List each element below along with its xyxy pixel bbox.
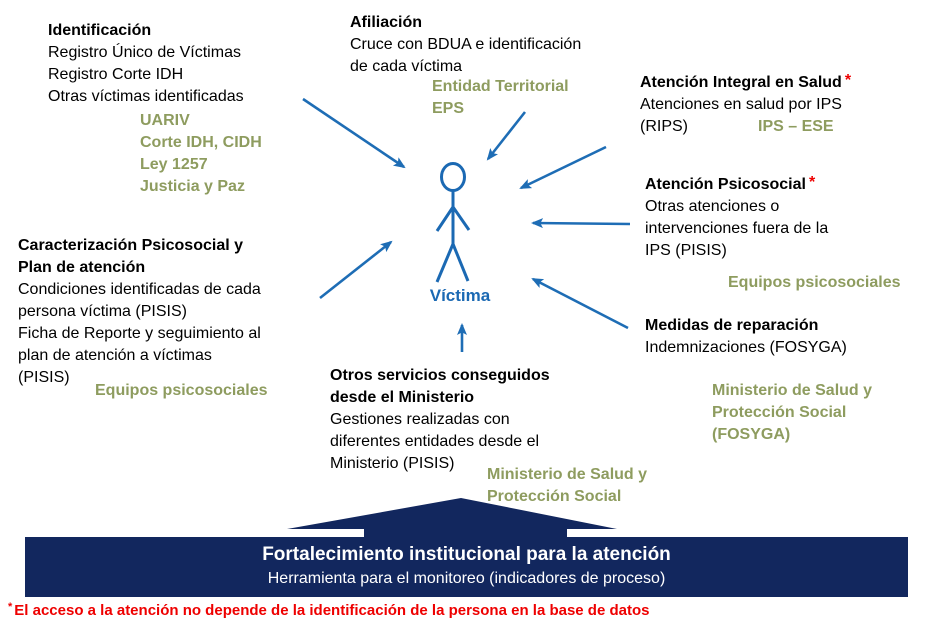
banner-subtitle: Herramienta para el monitoreo (indicador…: [267, 570, 666, 587]
green-sources-otros-servicios: Ministerio de Salud y Protección Social: [487, 464, 647, 508]
arrow-identificacion: [302, 97, 406, 169]
red-asterisk: *: [808, 174, 816, 191]
text-line: Ficha de Reporte y seguimiento al: [18, 325, 261, 342]
text-line: plan de atención a víctimas: [18, 347, 212, 364]
arrow-medidas: [531, 277, 629, 330]
text-line: Condiciones identificadas de cada: [18, 281, 261, 298]
block-title: Atención Psicosocial: [645, 176, 806, 193]
green-line: EPS: [432, 100, 465, 117]
text-line: Otras atenciones o: [645, 198, 780, 215]
text-line: persona víctima (PISIS): [18, 303, 187, 320]
green-line: Corte IDH, CIDH: [140, 134, 262, 151]
green-sources-atencion-psicosocial: Equipos psicosociales: [728, 272, 901, 294]
green-line: Ministerio de Salud y: [487, 466, 648, 483]
block-identificacion: Identificación Registro Único de Víctima…: [48, 20, 244, 108]
text-line: Ministerio (PISIS): [330, 455, 455, 472]
block-atencion-integral: Atención Integral en Salud* Atenciones e…: [640, 70, 851, 138]
footnote-asterisk: *: [8, 601, 13, 613]
text-line: Cruce con BDUA e identificación: [350, 36, 582, 53]
block-title: Plan de atención: [18, 259, 146, 276]
green-sources-afiliacion: Entidad Territorial EPS: [432, 76, 569, 120]
arrow-afiliacion: [486, 111, 527, 161]
green-line: (FOSYGA): [712, 426, 791, 443]
text-line: IPS (PISIS): [645, 242, 727, 259]
green-line: Ministerio de Salud y: [712, 382, 873, 399]
block-title: Atención Integral en Salud: [640, 74, 842, 91]
block-otros-servicios: Otros servicios conseguidos desde el Min…: [330, 365, 550, 475]
block-title: Otros servicios conseguidos: [330, 367, 550, 384]
arrow-caracterizacion: [319, 240, 393, 300]
text-line: Registro Corte IDH: [48, 66, 184, 83]
footnote: *El acceso a la atención no depende de l…: [8, 598, 938, 620]
text-line: Registro Único de Víctimas: [48, 44, 241, 61]
victim-label: Víctima: [429, 286, 491, 305]
block-title: Medidas de reparación: [645, 317, 819, 334]
block-caracterizacion: Caracterización Psicosocial y Plan de at…: [18, 235, 261, 389]
text-line: diferentes entidades desde el: [330, 433, 540, 450]
block-title: Identificación: [48, 22, 152, 39]
arrow-atencion-integral: [519, 145, 607, 190]
text-line: (RIPS): [640, 118, 688, 135]
text-line: (PISIS): [18, 369, 70, 386]
text-line: Atenciones en salud por IPS: [640, 96, 842, 113]
green-sources-caracterizacion: Equipos psicosociales: [95, 380, 268, 402]
block-afiliacion: Afiliación Cruce con BDUA e identificaci…: [350, 12, 581, 78]
text-line: de cada víctima: [350, 58, 463, 75]
red-asterisk: *: [844, 72, 852, 89]
green-line: Protección Social: [712, 404, 847, 421]
block-atencion-psicosocial: Atención Psicosocial* Otras atenciones o…: [645, 172, 828, 262]
green-line: Equipos psicosociales: [728, 274, 901, 291]
victim-stick-figure-icon: [435, 162, 471, 283]
banner-title: Fortalecimiento institucional para la at…: [262, 544, 671, 565]
block-medidas: Medidas de reparación Indemnizaciones (F…: [645, 315, 847, 359]
arrow-atencion-psicosocial: [531, 218, 631, 229]
block-title: desde el Ministerio: [330, 389, 475, 406]
green-line: IPS – ESE: [758, 118, 834, 135]
text-line: Indemnizaciones (FOSYGA): [645, 339, 847, 356]
block-title: Caracterización Psicosocial y: [18, 237, 243, 254]
green-line: Equipos psicosociales: [95, 382, 268, 399]
green-sources-atencion-integral: IPS – ESE: [758, 116, 834, 138]
green-line: Protección Social: [487, 488, 622, 505]
green-sources-identificacion: UARIV Corte IDH, CIDH Ley 1257 Justicia …: [140, 110, 262, 198]
green-line: Justicia y Paz: [140, 178, 245, 195]
green-line: Ley 1257: [140, 156, 208, 173]
footnote-text: El acceso a la atención no depende de la…: [14, 602, 650, 619]
banner-up-arrow-shape: [25, 498, 908, 597]
green-sources-medidas: Ministerio de Salud y Protección Social …: [712, 380, 872, 446]
green-line: UARIV: [140, 112, 190, 129]
text-line: Otras víctimas identificadas: [48, 88, 244, 105]
text-line: Gestiones realizadas con: [330, 411, 510, 428]
banner-text: Fortalecimiento institucional para la at…: [25, 542, 908, 589]
block-title: Afiliación: [350, 14, 423, 31]
green-line: Entidad Territorial: [432, 78, 569, 95]
text-line: intervenciones fuera de la: [645, 220, 829, 237]
